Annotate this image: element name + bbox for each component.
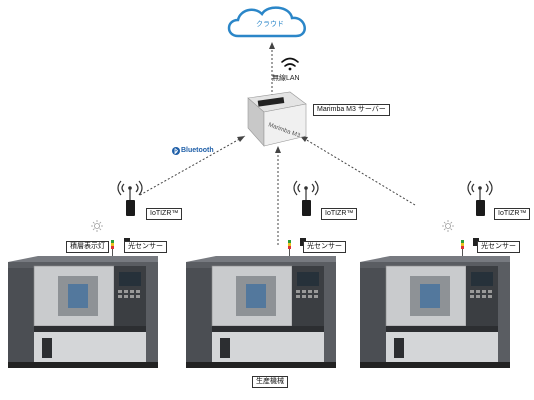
iot-label-left: IoTIZR™ — [146, 208, 183, 220]
light-glyph-right — [442, 220, 454, 232]
light-sensor-label-center: 光センサー — [303, 241, 346, 253]
cnc-machine-left — [7, 255, 159, 369]
cnc-machine-right — [359, 255, 511, 369]
antenna-left — [117, 180, 143, 200]
stack-light-label-left: 積層表示灯 — [66, 241, 109, 253]
iot-device-right — [476, 200, 485, 216]
server-box-icon: Marimba M3 — [247, 91, 307, 147]
light-sensor-label-right: 光センサー — [477, 241, 520, 253]
wifi-label: 無線LAN — [272, 75, 300, 82]
cloud-label: クラウド — [256, 21, 284, 28]
antenna-right — [467, 180, 493, 200]
iot-label-center: IoTIZR™ — [321, 208, 358, 220]
iot-label-right: IoTIZR™ — [494, 208, 531, 220]
bluetooth-icon — [172, 147, 180, 155]
iot-device-center — [302, 200, 311, 216]
link-left-to-server — [139, 135, 246, 196]
cloud-icon — [227, 6, 306, 38]
iot-device-left — [126, 200, 135, 216]
light-glyph-left — [91, 220, 103, 232]
wifi-icon — [281, 57, 299, 71]
server-label: Marimba M3 サーバー — [313, 104, 390, 116]
light-sensor-label-left: 光センサー — [124, 241, 167, 253]
bluetooth-label: Bluetooth — [181, 147, 214, 154]
link-right-to-server — [299, 135, 416, 206]
machine-caption: 生産機械 — [252, 376, 288, 388]
antenna-center — [293, 180, 319, 200]
light-sensor-right — [473, 238, 479, 246]
cnc-machine-center — [185, 255, 337, 369]
